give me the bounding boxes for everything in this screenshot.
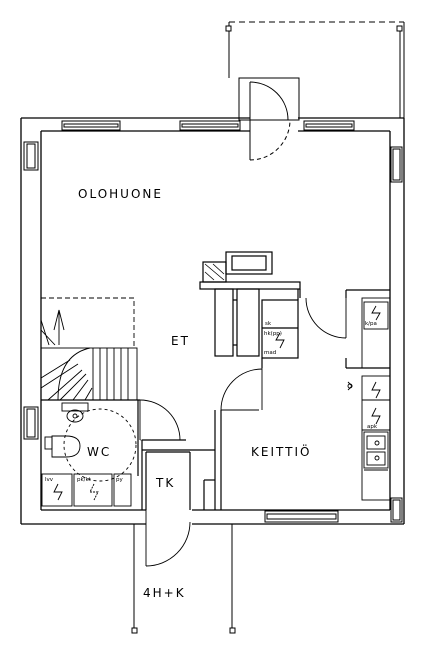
windows xyxy=(23,120,403,523)
kitchen-label: KEITTIÖ xyxy=(251,443,311,459)
fixture-refrigerator-label: k/pa xyxy=(365,321,377,327)
terrace-door xyxy=(249,81,291,161)
staircase xyxy=(40,297,138,401)
toilet-label: WC xyxy=(87,445,111,459)
fixture-mad-label: mad xyxy=(264,350,276,356)
utility-symbols xyxy=(275,305,381,349)
fixture-hkpp-label: hk(pp) xyxy=(264,331,282,337)
fixture-pkkt-label: pk/kt xyxy=(77,477,92,483)
entrance-path xyxy=(131,524,236,634)
closet-label: TK xyxy=(155,476,175,490)
fixture-dishwasher-label: apk xyxy=(367,424,378,430)
living-room-label: OLOHUONE xyxy=(78,187,163,201)
interior-doors xyxy=(139,297,347,567)
hallway-label: ET xyxy=(171,334,190,348)
fixture-sk-label: sk xyxy=(265,321,272,327)
apartment-type-label: 4H+K xyxy=(143,586,186,600)
wc-fixtures xyxy=(41,402,137,507)
kitchen-fixtures xyxy=(347,297,391,501)
fixture-water-heater-label: lvv xyxy=(45,477,54,483)
fixture-py-label: py xyxy=(116,477,123,483)
exterior-walls xyxy=(20,117,405,525)
terrace-outline xyxy=(225,21,405,121)
